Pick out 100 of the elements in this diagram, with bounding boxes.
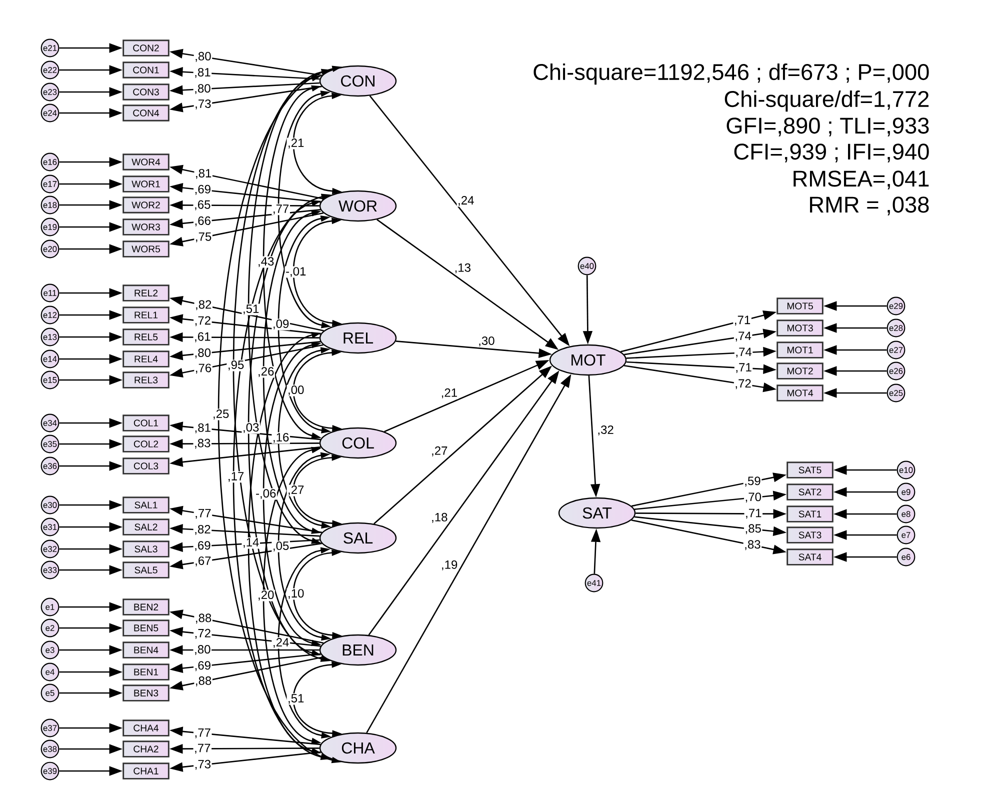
indicator-box: CHA2 (122, 740, 170, 758)
indicator-box: SAT2 (786, 484, 834, 500)
indicator-box: REL1 (122, 306, 170, 324)
indicator-box: MOT2 (776, 362, 824, 380)
indicator-box: MOT4 (776, 384, 824, 402)
indicator-box: WOR5 (122, 240, 170, 258)
indicator-box: CON1 (122, 62, 170, 78)
edge-label: ,20 (256, 590, 275, 602)
edge-label: -,01 (284, 266, 307, 278)
edge-label: ,18 (430, 512, 449, 524)
edge-label: -,06 (254, 488, 277, 500)
edge-label: ,17 (226, 471, 245, 483)
edge-label: ,71 (744, 508, 763, 520)
edge-label: ,74 (734, 330, 752, 342)
indicator-box: WOR3 (122, 218, 170, 236)
edge-label: ,13 (454, 262, 472, 274)
edge-label: ,80 (194, 348, 212, 360)
edge-label: ,00 (286, 384, 305, 396)
edge-label: ,77 (272, 204, 290, 216)
indicator-box: MOT3 (776, 320, 824, 336)
edge-label: ,83 (193, 438, 212, 450)
indicator-box: COL1 (122, 414, 170, 432)
indicator-box: BEN4 (122, 642, 170, 658)
indicator-box: CHA1 (122, 762, 170, 780)
fit-statistic: RMSEA=,041 (794, 170, 929, 190)
indicator-box: WOR2 (122, 196, 170, 214)
edge-label: ,67 (194, 556, 212, 568)
edge-label: ,72 (734, 378, 752, 390)
edge-label: ,80 (193, 83, 212, 95)
edge-label: ,05 (272, 540, 290, 552)
edge-label: ,81 (193, 67, 212, 79)
edge-label: ,27 (286, 484, 305, 496)
edge-label: ,88 (194, 612, 212, 624)
edge-label: ,25 (212, 408, 230, 420)
indicator-box: MOT5 (776, 298, 824, 314)
edge-label: ,65 (193, 200, 212, 212)
edge-label: ,59 (743, 476, 762, 488)
edge-label: ,77 (194, 508, 212, 520)
indicator-box: SAL5 (122, 562, 170, 578)
indicator-box: SAL2 (122, 518, 170, 536)
indicator-box: SAL1 (122, 496, 170, 514)
fit-statistic: CFI=,939 ; IFI=,940 (734, 144, 929, 162)
fit-statistic: Chi-square/df=1,772 (724, 90, 929, 112)
edge-label: ,95 (226, 360, 245, 372)
indicator-box: REL4 (122, 350, 170, 368)
indicator-box: REL5 (122, 328, 170, 346)
edge-label: ,10 (286, 588, 305, 600)
indicator-box: REL3 (122, 372, 170, 388)
edge-label: ,83 (743, 539, 762, 551)
edge-label: ,70 (744, 492, 762, 504)
edge-label: ,72 (194, 628, 212, 640)
edge-label: ,71 (734, 362, 753, 374)
indicator-box: CON4 (122, 104, 170, 122)
indicator-box: CON2 (122, 40, 170, 56)
edge-label: ,16 (272, 432, 290, 444)
edge-label: ,73 (194, 759, 212, 771)
edge-label: ,88 (194, 676, 212, 688)
fit-statistic: Chi-square=1192,546 ; df=673 ; P=,000 (534, 63, 929, 85)
edge-label: ,77 (193, 743, 212, 754)
edge-label: ,19 (440, 560, 458, 572)
edge-label: ,71 (733, 315, 752, 326)
edge-label: ,30 (477, 336, 496, 348)
edge-label: ,66 (194, 216, 212, 228)
edge-label: ,74 (734, 346, 753, 358)
edge-label: ,09 (272, 318, 290, 330)
edge-label: ,21 (440, 388, 458, 400)
indicator-box: CON3 (122, 84, 170, 100)
edge-label: ,72 (194, 315, 212, 327)
edge-label: ,81 (194, 168, 212, 180)
edge-label: ,32 (596, 424, 615, 436)
edge-label: ,77 (193, 728, 212, 740)
edge-label: ,43 (256, 256, 275, 268)
indicator-box: SAT3 (786, 526, 834, 544)
edge-label: ,69 (194, 660, 212, 672)
edge-label: ,80 (194, 51, 212, 63)
fit-statistic: RMR = ,038 (810, 196, 929, 216)
edge-label: ,82 (194, 299, 213, 311)
indicator-box: BEN3 (122, 684, 170, 702)
indicator-box: REL2 (122, 284, 170, 302)
edge-label: ,80 (193, 644, 212, 656)
indicator-box: MOT1 (776, 342, 824, 358)
indicator-box: SAL3 (122, 540, 170, 558)
edge-label: ,82 (193, 524, 212, 536)
indicator-box: SAT4 (786, 548, 834, 566)
edge-label: ,69 (193, 540, 212, 552)
indicator-box: BEN5 (122, 620, 170, 636)
edge-label: ,51 (286, 693, 305, 705)
edge-label: ,27 (430, 446, 449, 458)
edge-label: ,51 (242, 304, 260, 316)
edge-label: ,14 (242, 537, 260, 549)
edge-label: ,24 (272, 637, 290, 649)
indicator-box: WOR1 (122, 176, 170, 192)
edge-label: ,75 (194, 232, 212, 244)
edge-label: ,03 (242, 422, 260, 434)
edge-label: ,81 (193, 422, 212, 434)
indicator-box: BEN2 (122, 598, 170, 616)
indicator-box: SAT5 (786, 462, 834, 478)
edge-label: ,21 (286, 138, 305, 150)
indicator-box: CHA4 (122, 720, 170, 736)
edge-label: ,69 (194, 184, 212, 196)
